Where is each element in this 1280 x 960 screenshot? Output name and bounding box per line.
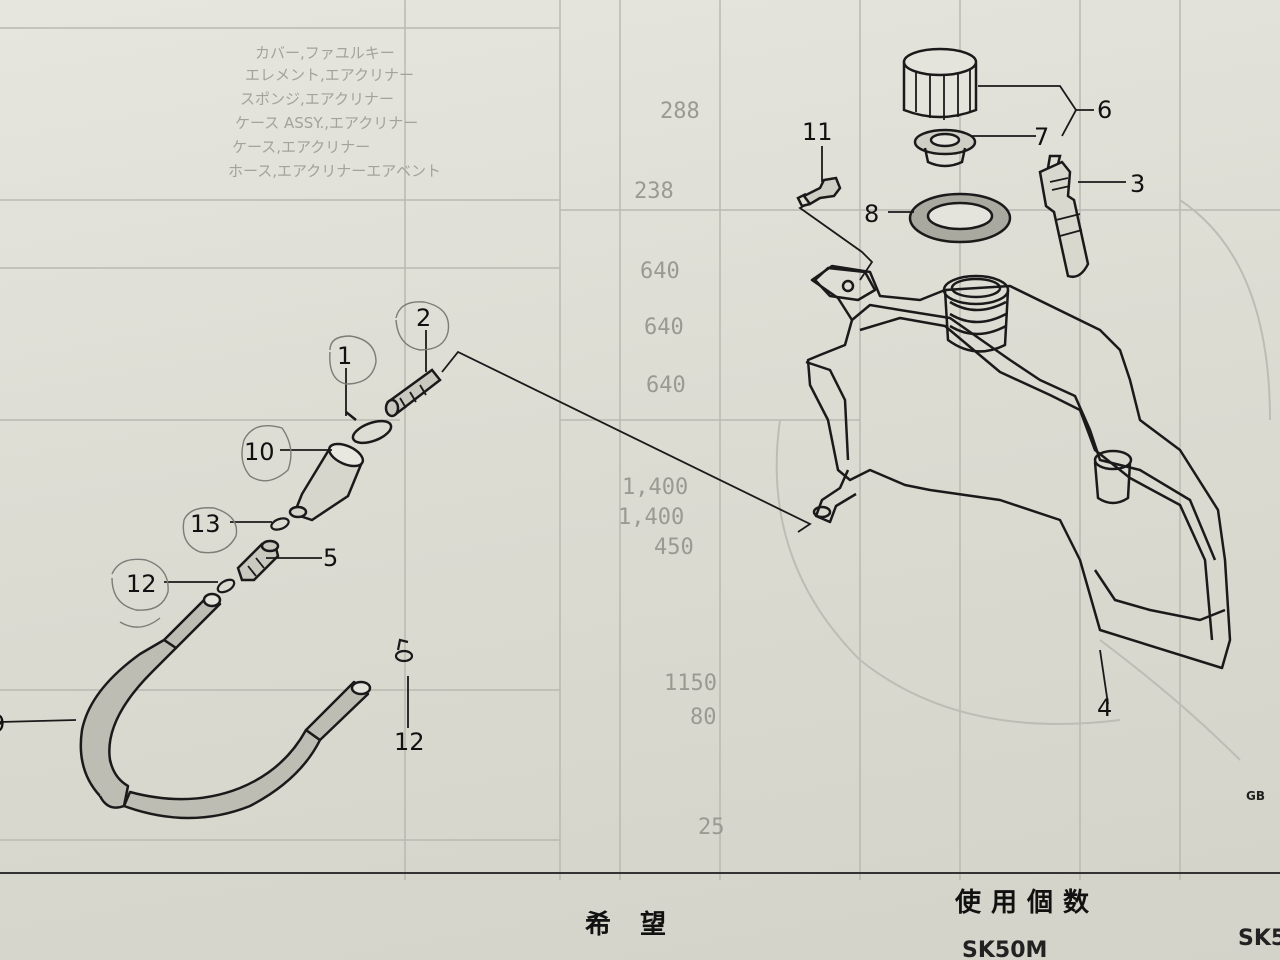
svg-text:25: 25 <box>698 815 725 840</box>
svg-text:80: 80 <box>690 705 717 730</box>
callout-12-b: 12 <box>394 728 425 756</box>
callout-6: 6 <box>1097 96 1112 124</box>
background-ghost-frame <box>775 199 1271 761</box>
usage-count-label: 使用個数 <box>955 888 1100 918</box>
background-table-numbers: 288 238 640 640 640 1,400 1,400 450 1150… <box>618 99 725 840</box>
tube-connector <box>236 539 280 582</box>
callout-8: 8 <box>864 200 879 228</box>
callout-labels: 1 2 3 4 5 6 7 8 9 10 11 12 12 13 GB <box>0 96 1265 803</box>
fuel-level-sender <box>1038 154 1090 278</box>
cap-gasket <box>913 128 977 168</box>
bg-row-text: カバー,ファユルキー <box>255 44 395 62</box>
bg-row-text: ホース,エアクリナーエアベント <box>228 162 441 180</box>
model-sk50m: SK50M <box>962 938 1048 960</box>
fuel-hose <box>79 592 372 820</box>
svg-text:1,400: 1,400 <box>618 505 684 530</box>
diagram-ref-code: GB <box>1246 789 1265 803</box>
fuel-joint <box>384 368 442 418</box>
pencil-circle-marks <box>111 301 450 628</box>
callout-5: 5 <box>323 544 338 572</box>
callout-11: 11 <box>802 118 833 146</box>
flange-bolt <box>796 176 842 208</box>
callout-3: 3 <box>1130 170 1145 198</box>
leader-lines <box>0 85 1126 728</box>
callout-1: 1 <box>337 342 352 370</box>
small-clip-band <box>270 517 290 531</box>
bg-row-text: エレメント,エアクリナー <box>245 66 414 84</box>
callout-12-a: 12 <box>126 570 157 598</box>
svg-text:640: 640 <box>640 259 680 284</box>
fuel-tank <box>805 264 1232 670</box>
callout-13: 13 <box>190 510 221 538</box>
svg-text:1150: 1150 <box>664 671 717 696</box>
bg-row-text: スポンジ,エアクリナー <box>240 90 394 108</box>
svg-text:450: 450 <box>654 535 694 560</box>
tube-clip <box>345 411 393 445</box>
fuel-cap <box>902 47 978 120</box>
svg-text:640: 640 <box>646 373 686 398</box>
background-table-grid <box>0 0 1280 880</box>
fuel-strainer <box>288 442 365 522</box>
hose-clip <box>216 578 236 594</box>
svg-text:238: 238 <box>634 179 674 204</box>
svg-text:1,400: 1,400 <box>622 475 688 500</box>
tank-packing-ring <box>908 192 1012 244</box>
callout-10: 10 <box>244 438 275 466</box>
callout-4: 4 <box>1097 694 1112 722</box>
hose-clip-spare <box>394 638 414 663</box>
bg-row-text: ケース ASSY.,エアクリナー <box>235 114 418 132</box>
hope-label: 希 望 <box>585 910 677 940</box>
callout-9: 9 <box>0 710 5 738</box>
table-footer: 希 望 使用個数 SK50M SK5 <box>0 872 1280 960</box>
model-sk5: SK5 <box>1238 926 1280 951</box>
bg-row-text: ケース,エアクリナー <box>232 138 370 156</box>
svg-text:640: 640 <box>644 315 684 340</box>
callout-2: 2 <box>416 304 431 332</box>
svg-text:288: 288 <box>660 99 700 124</box>
callout-7: 7 <box>1034 123 1049 151</box>
background-table-rows: カバー,ファユルキー エレメント,エアクリナー スポンジ,エアクリナー ケース … <box>228 44 441 180</box>
